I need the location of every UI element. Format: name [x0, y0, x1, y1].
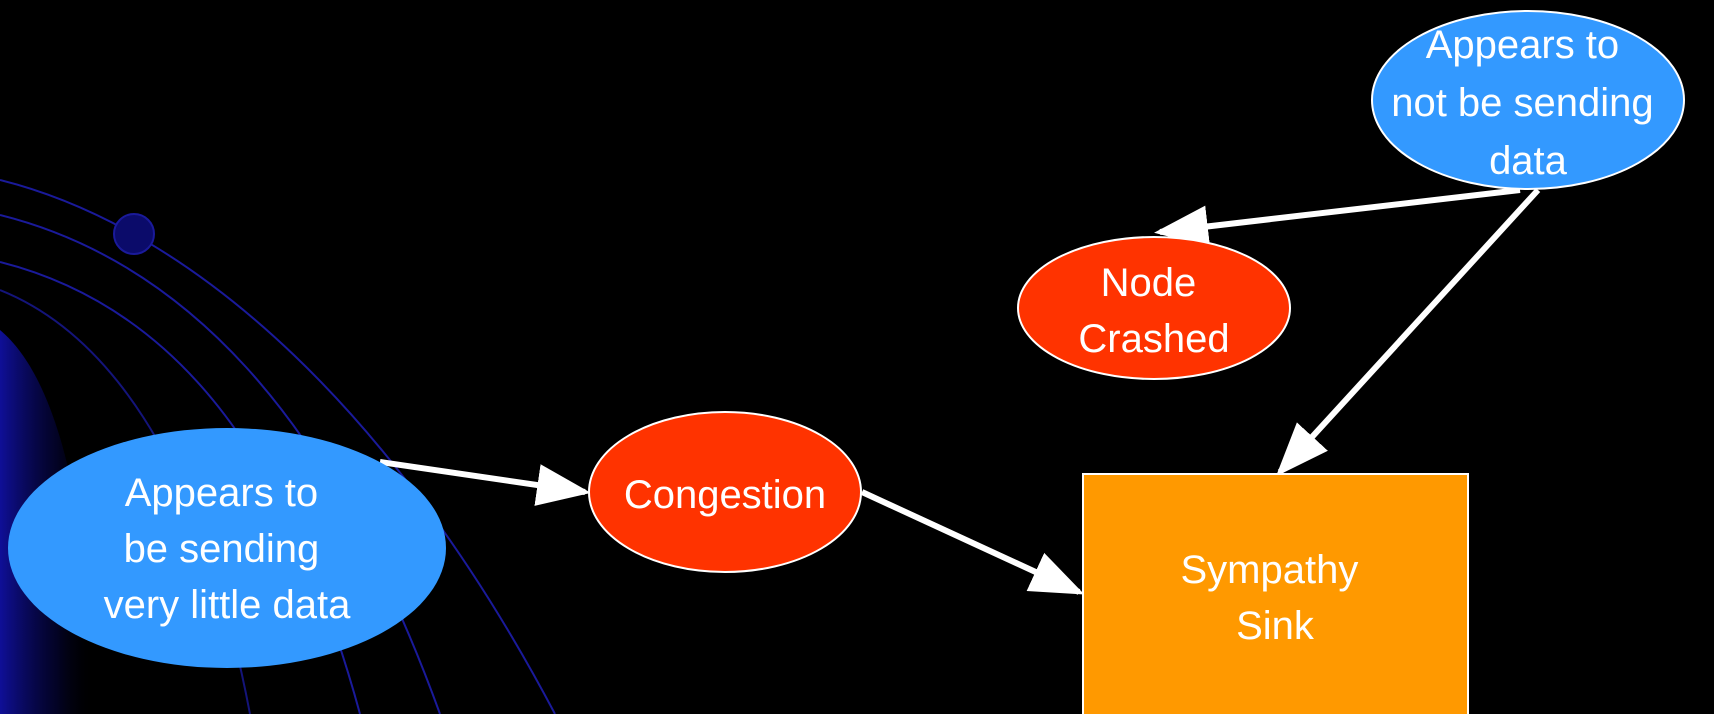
sending-little-label: Appears to be sending very little data [104, 471, 352, 627]
congestion-shape [588, 411, 862, 573]
not-sending-label: Appears to not be sending data [1391, 23, 1665, 183]
arrow-not-sending-to-node-crashed [1154, 187, 1521, 248]
node-node-crashed: Node Crashed [1017, 236, 1291, 380]
node-sending-little: Appears to be sending very little data [8, 428, 446, 668]
sympathy-sink-label: Sympathy Sink [1181, 548, 1370, 648]
arrow-not-sending-to-sympathy-sink [1275, 187, 1541, 477]
arrow-congestion-to-sympathy-sink [860, 489, 1085, 595]
not-sending-shape [1371, 10, 1685, 190]
decor-arc-1 [0, 179, 556, 714]
node-congestion: Congestion [588, 411, 862, 573]
node-sympathy-sink: Sympathy Sink [1082, 473, 1469, 714]
arrow-sending-little-to-congestion [379, 459, 591, 506]
edges [379, 187, 1541, 595]
congestion-label: Congestion [624, 473, 826, 517]
sympathy-sink-shape [1082, 473, 1469, 714]
node-crashed-label: Node Crashed [1078, 261, 1229, 361]
node-crashed-shape [1017, 236, 1291, 380]
sending-little-shape [8, 428, 446, 668]
decor-dot [113, 213, 155, 255]
node-not-sending: Appears to not be sending data [1371, 10, 1685, 190]
